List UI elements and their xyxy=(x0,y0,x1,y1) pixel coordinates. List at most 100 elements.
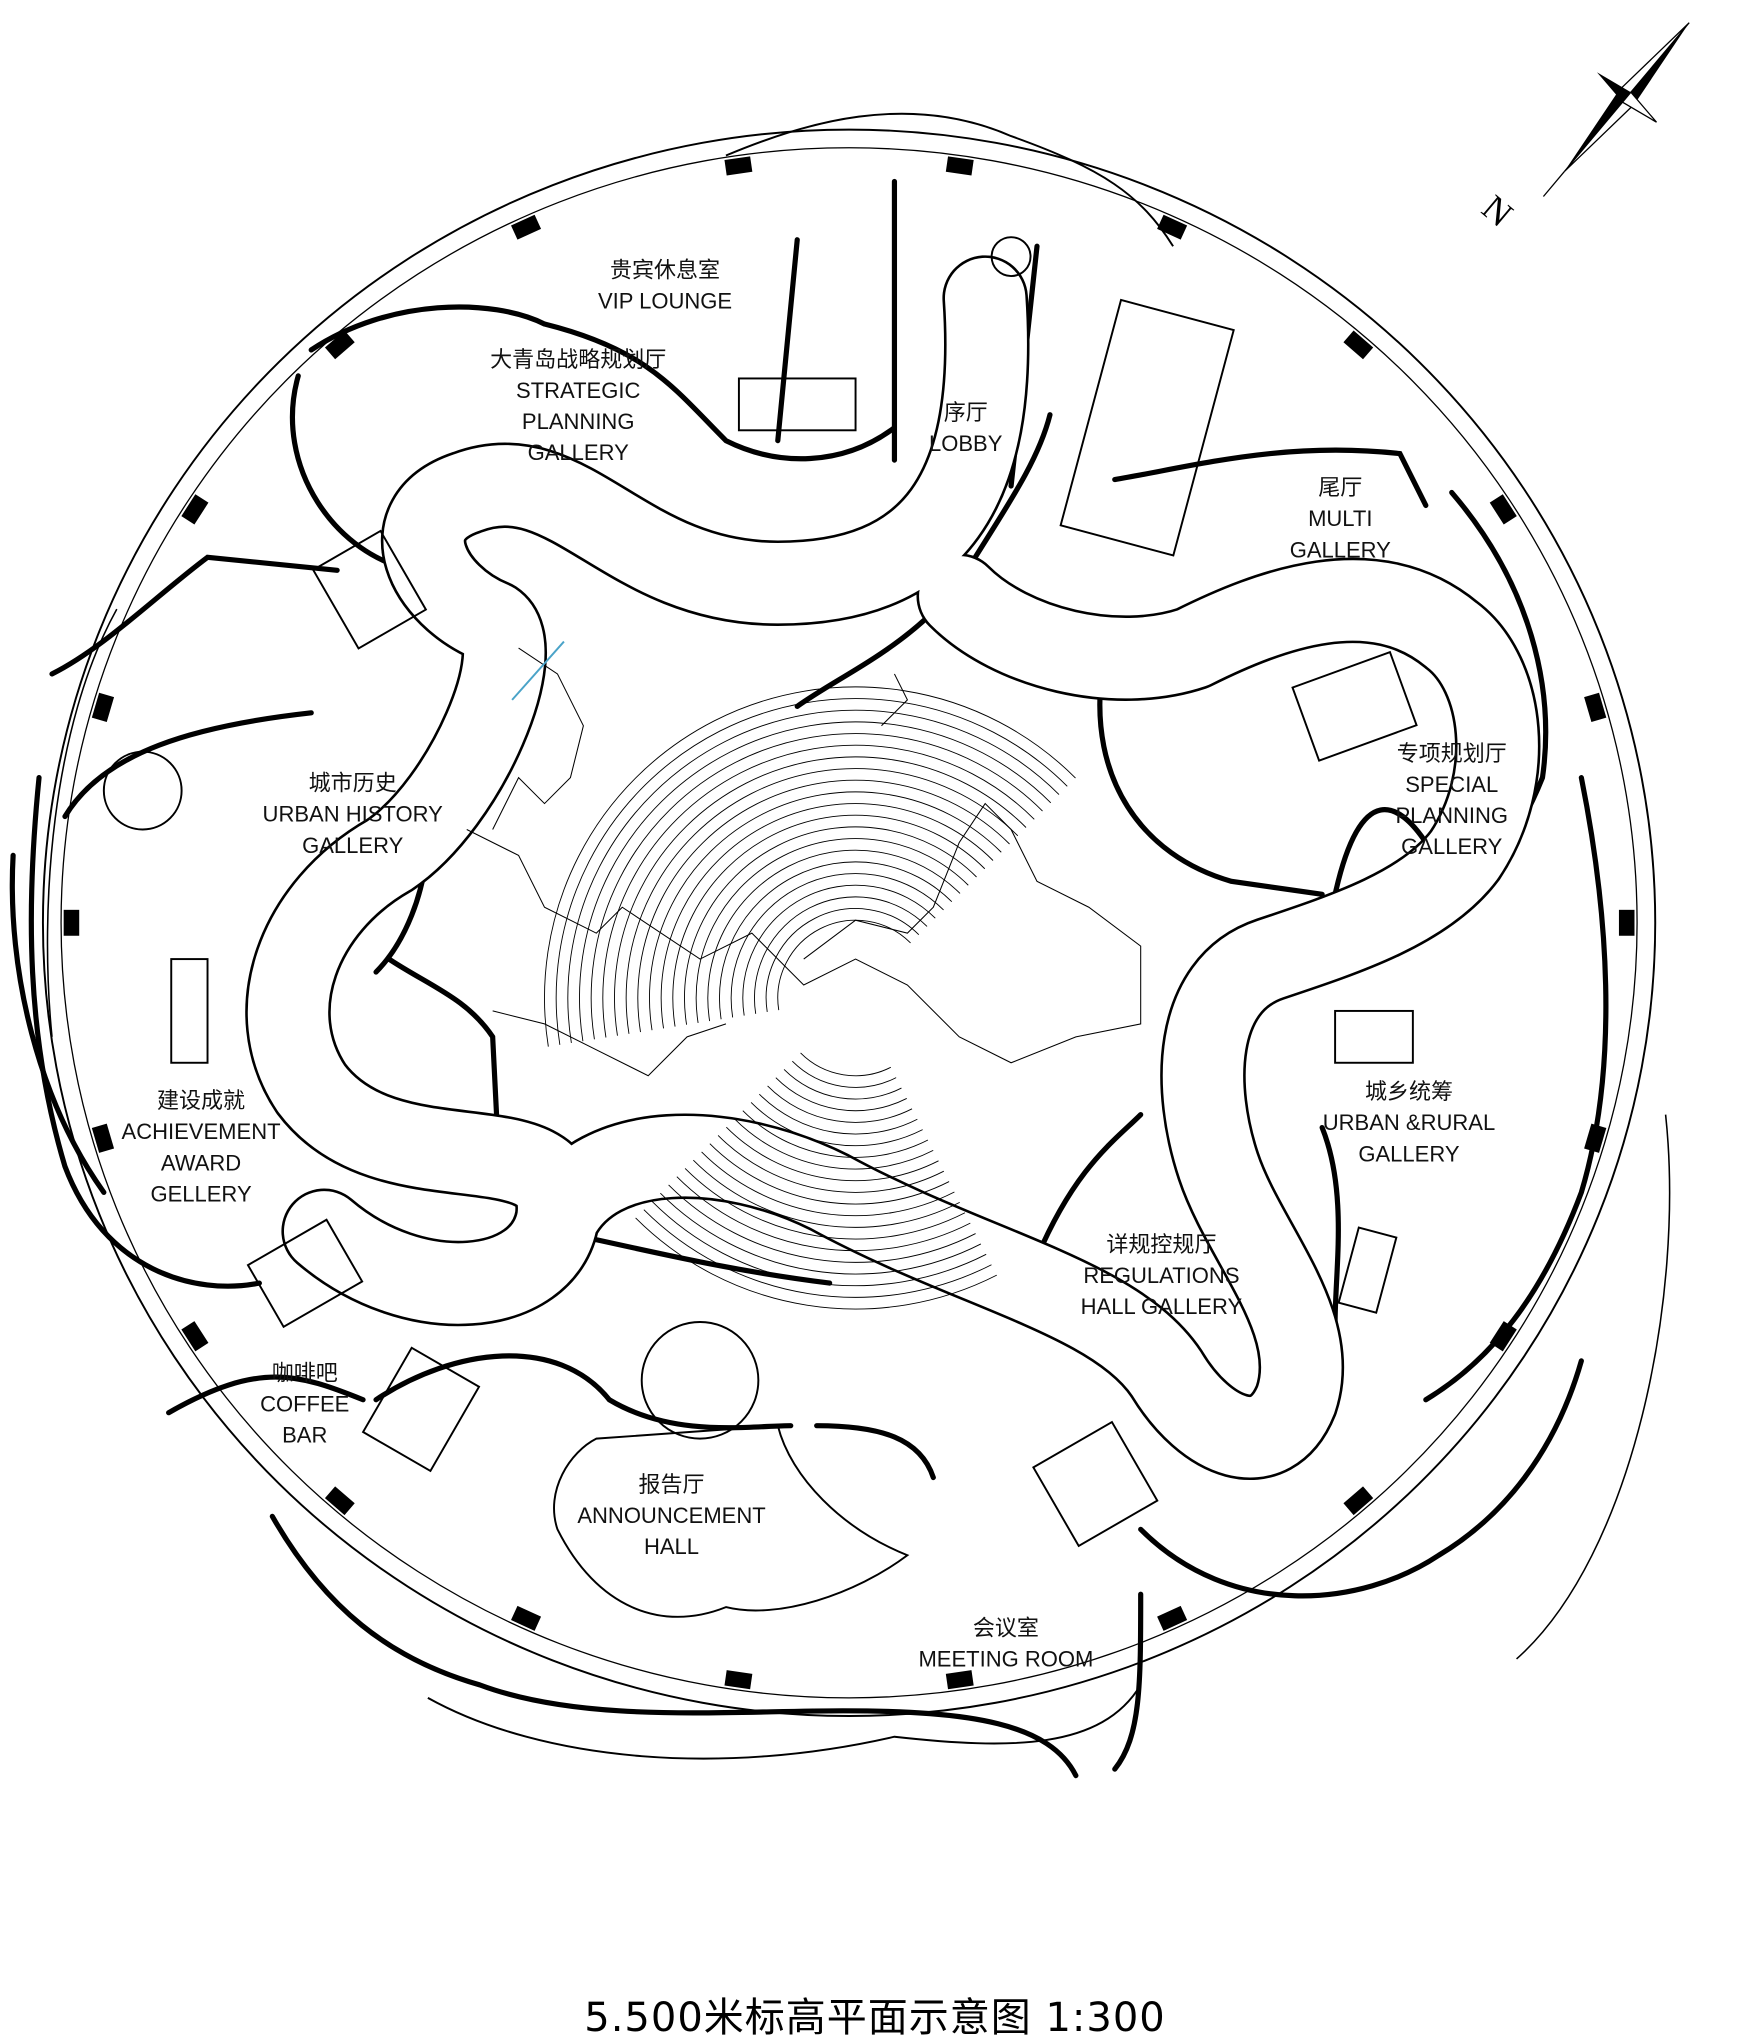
plan-title: 5.500米标高平面示意图 1:300 xyxy=(584,1995,1166,2041)
atrium-step xyxy=(709,1143,950,1205)
atrium-step xyxy=(684,826,977,1025)
room-name-en: LOBBY xyxy=(929,431,1003,456)
atrium-step xyxy=(742,884,936,1016)
room-label-urban-rural-gallery: 城乡统筹 URBAN &RURAL GALLERY xyxy=(1323,1079,1496,1166)
serpentine-ramp xyxy=(245,255,1541,1480)
room-label-announcement-hall: 报告厅 ANNOUNCEMENT HALL xyxy=(577,1472,765,1559)
atrium-step xyxy=(579,721,1052,1042)
central-atrium-steps xyxy=(544,686,1076,1310)
atrium-step xyxy=(668,1184,976,1263)
room-name-en: URBAN HISTORY xyxy=(263,802,444,827)
room-name-zh: 城乡统筹 xyxy=(1365,1079,1453,1104)
room-name-zh: 专项规划厅 xyxy=(1397,741,1507,766)
room-name-en: SPECIAL xyxy=(1405,772,1498,797)
column xyxy=(511,1605,542,1631)
column xyxy=(1157,214,1188,240)
column xyxy=(324,330,355,360)
room-name-en: ANNOUNCEMENT xyxy=(577,1503,765,1528)
column xyxy=(324,1486,355,1516)
column xyxy=(1584,1123,1607,1153)
atrium-step xyxy=(602,744,1035,1038)
room-name-en: MULTI xyxy=(1308,506,1372,531)
atrium-step xyxy=(555,698,1068,1045)
room-name-en: HALL GALLERY xyxy=(1081,1294,1243,1319)
atrium-step xyxy=(767,1085,913,1123)
room-name-zh: 报告厅 xyxy=(638,1472,704,1497)
atrium-step xyxy=(684,1168,966,1240)
atrium-step xyxy=(777,919,911,1011)
atrium-step xyxy=(643,1209,992,1298)
column xyxy=(91,692,115,722)
room-name-en: URBAN &RURAL xyxy=(1323,1110,1496,1135)
column xyxy=(1343,1486,1374,1516)
room-name-en: VIP LOUNGE xyxy=(598,288,732,313)
room-labels: 贵宾休息室 VIP LOUNGE 大青岛战略规划厅STRATEGICPLANNING… xyxy=(122,257,1508,1671)
column xyxy=(1489,1321,1517,1352)
column xyxy=(1343,330,1374,360)
atrium-step xyxy=(707,849,961,1022)
atrium-step xyxy=(750,1102,923,1147)
room-name-zh: 会议室 xyxy=(973,1616,1039,1641)
north-label: N xyxy=(1474,187,1520,234)
atrium-step xyxy=(730,873,944,1018)
atrium-step xyxy=(676,1176,971,1252)
atrium-step xyxy=(701,1151,955,1217)
room-label-regulations-hall-gallery: 详规控规厅 REGULATIONS HALL GALLERY xyxy=(1081,1232,1243,1319)
room-name-zh: 详规控规厅 xyxy=(1106,1232,1216,1257)
room-name-zh: 序厅 xyxy=(944,400,988,425)
room-name-en: GALLERY xyxy=(528,440,629,465)
room-name-en: AWARD xyxy=(161,1150,241,1175)
column xyxy=(1584,692,1607,722)
column xyxy=(1618,909,1635,936)
atrium-step xyxy=(783,1069,902,1100)
room-name-en: PLANNING xyxy=(1395,803,1508,828)
room-name-en: HALL xyxy=(644,1534,699,1559)
atrium-step xyxy=(625,768,1019,1034)
atrium-step xyxy=(792,1060,897,1088)
atrium-step xyxy=(719,861,953,1020)
atrium-step xyxy=(660,1192,982,1275)
column xyxy=(1157,1605,1188,1631)
columns xyxy=(63,156,1635,1690)
room-name-zh: 建设成就 xyxy=(157,1088,245,1113)
room-name-en: GALLERY xyxy=(1358,1141,1459,1166)
atrium-step xyxy=(734,1118,934,1170)
atrium-step xyxy=(765,908,920,1013)
room-name-en: ACHIEVEMENT xyxy=(122,1119,281,1144)
atrium-step xyxy=(567,709,1060,1044)
outer-envelope xyxy=(41,112,1671,1760)
atrium-step xyxy=(742,1110,929,1158)
room-name-en: COFFEE xyxy=(260,1391,349,1416)
atrium-step xyxy=(800,1052,892,1077)
room-label-meeting-room: 会议室 MEETING ROOM xyxy=(918,1616,1093,1672)
column xyxy=(945,156,974,176)
stair-cores xyxy=(102,236,1418,1618)
room-name-en: MEETING ROOM xyxy=(918,1647,1093,1672)
atrium-step xyxy=(726,1126,939,1182)
column xyxy=(724,1670,753,1690)
atrium-step xyxy=(672,814,986,1027)
column xyxy=(511,214,542,240)
atrium-step xyxy=(695,838,969,1023)
room-name-zh: 尾厅 xyxy=(1318,475,1362,500)
room-name-zh: 咖啡吧 xyxy=(272,1360,338,1385)
room-label-lobby: 序厅 LOBBY xyxy=(929,400,1003,456)
column xyxy=(63,909,80,936)
atrium-step xyxy=(754,896,928,1014)
atrium-step xyxy=(590,733,1043,1040)
atrium-step xyxy=(635,1217,997,1310)
atrium-step xyxy=(651,1201,987,1287)
room-name-en: STRATEGIC xyxy=(516,378,640,403)
room-label-vip-lounge: 贵宾休息室 VIP LOUNGE xyxy=(598,257,732,313)
column xyxy=(91,1123,115,1153)
atrium-step xyxy=(693,1159,960,1228)
room-name-zh: 贵宾休息室 xyxy=(610,257,720,282)
room-name-zh: 城市历史 xyxy=(309,771,397,796)
room-name-en: REGULATIONS xyxy=(1083,1263,1239,1288)
